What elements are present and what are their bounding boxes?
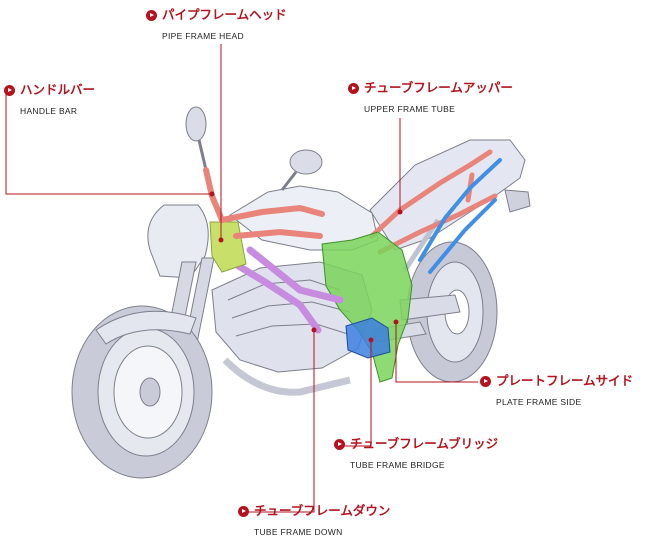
label-en: PIPE FRAME HEAD bbox=[162, 30, 244, 41]
label-jp: チューブフレームアッパー bbox=[364, 80, 513, 95]
label-jp: パイプフレームヘッド bbox=[162, 7, 287, 22]
arrow-bullet-icon bbox=[348, 82, 359, 94]
label-en: TUBE FRAME BRIDGE bbox=[350, 459, 445, 470]
mirror-right bbox=[289, 149, 323, 175]
tube-frame-down bbox=[228, 246, 344, 334]
arrow-bullet-icon bbox=[480, 375, 491, 387]
label-handle-bar: ハンドルバー HANDLE BAR bbox=[4, 82, 96, 116]
arrow-bullet-icon bbox=[238, 505, 249, 517]
leader-plate-frame-side bbox=[395, 322, 478, 383]
label-en: PLATE FRAME SIDE bbox=[496, 396, 582, 407]
arrow-bullet-icon bbox=[146, 9, 157, 21]
label-en: UPPER FRAME TUBE bbox=[364, 103, 456, 114]
label-plate-frame-side: プレートフレームサイド PLATE FRAME SIDE bbox=[480, 373, 634, 407]
seat bbox=[369, 139, 526, 251]
tail-light bbox=[504, 189, 531, 213]
label-en: TUBE FRAME DOWN bbox=[254, 526, 343, 537]
label-en: HANDLE BAR bbox=[20, 105, 78, 116]
leader-lines bbox=[5, 44, 478, 513]
rear-subframe bbox=[418, 158, 502, 274]
label-tube-frame-down: チューブフレームダウン TUBE FRAME DOWN bbox=[238, 503, 391, 537]
label-jp: プレートフレームサイド bbox=[496, 373, 634, 388]
leader-dots bbox=[209, 191, 403, 343]
exhaust bbox=[222, 357, 351, 396]
tube-frame-bridge bbox=[345, 317, 391, 359]
head-plate bbox=[209, 221, 247, 273]
arrow-bullet-icon bbox=[334, 438, 345, 450]
motorcycle-body bbox=[71, 106, 531, 479]
leader-tube-frame-down bbox=[240, 330, 315, 513]
front-fender bbox=[95, 310, 197, 345]
label-pipe-frame-head: パイプフレームヘッド PIPE FRAME HEAD bbox=[146, 7, 287, 41]
mirror-left bbox=[185, 106, 207, 142]
label-upper-frame-tube: チューブフレームアッパー UPPER FRAME TUBE bbox=[348, 80, 513, 114]
label-jp: チューブフレームダウン bbox=[254, 503, 391, 518]
arrow-bullet-icon bbox=[4, 84, 15, 96]
leader-handle-bar bbox=[5, 94, 212, 195]
label-jp: チューブフレームブリッジ bbox=[350, 436, 499, 451]
headlight bbox=[147, 204, 209, 279]
label-tube-frame-bridge: チューブフレームブリッジ TUBE FRAME BRIDGE bbox=[334, 436, 499, 470]
label-jp: ハンドルバー bbox=[20, 82, 96, 97]
leader-tube-frame-bridge bbox=[336, 340, 372, 447]
